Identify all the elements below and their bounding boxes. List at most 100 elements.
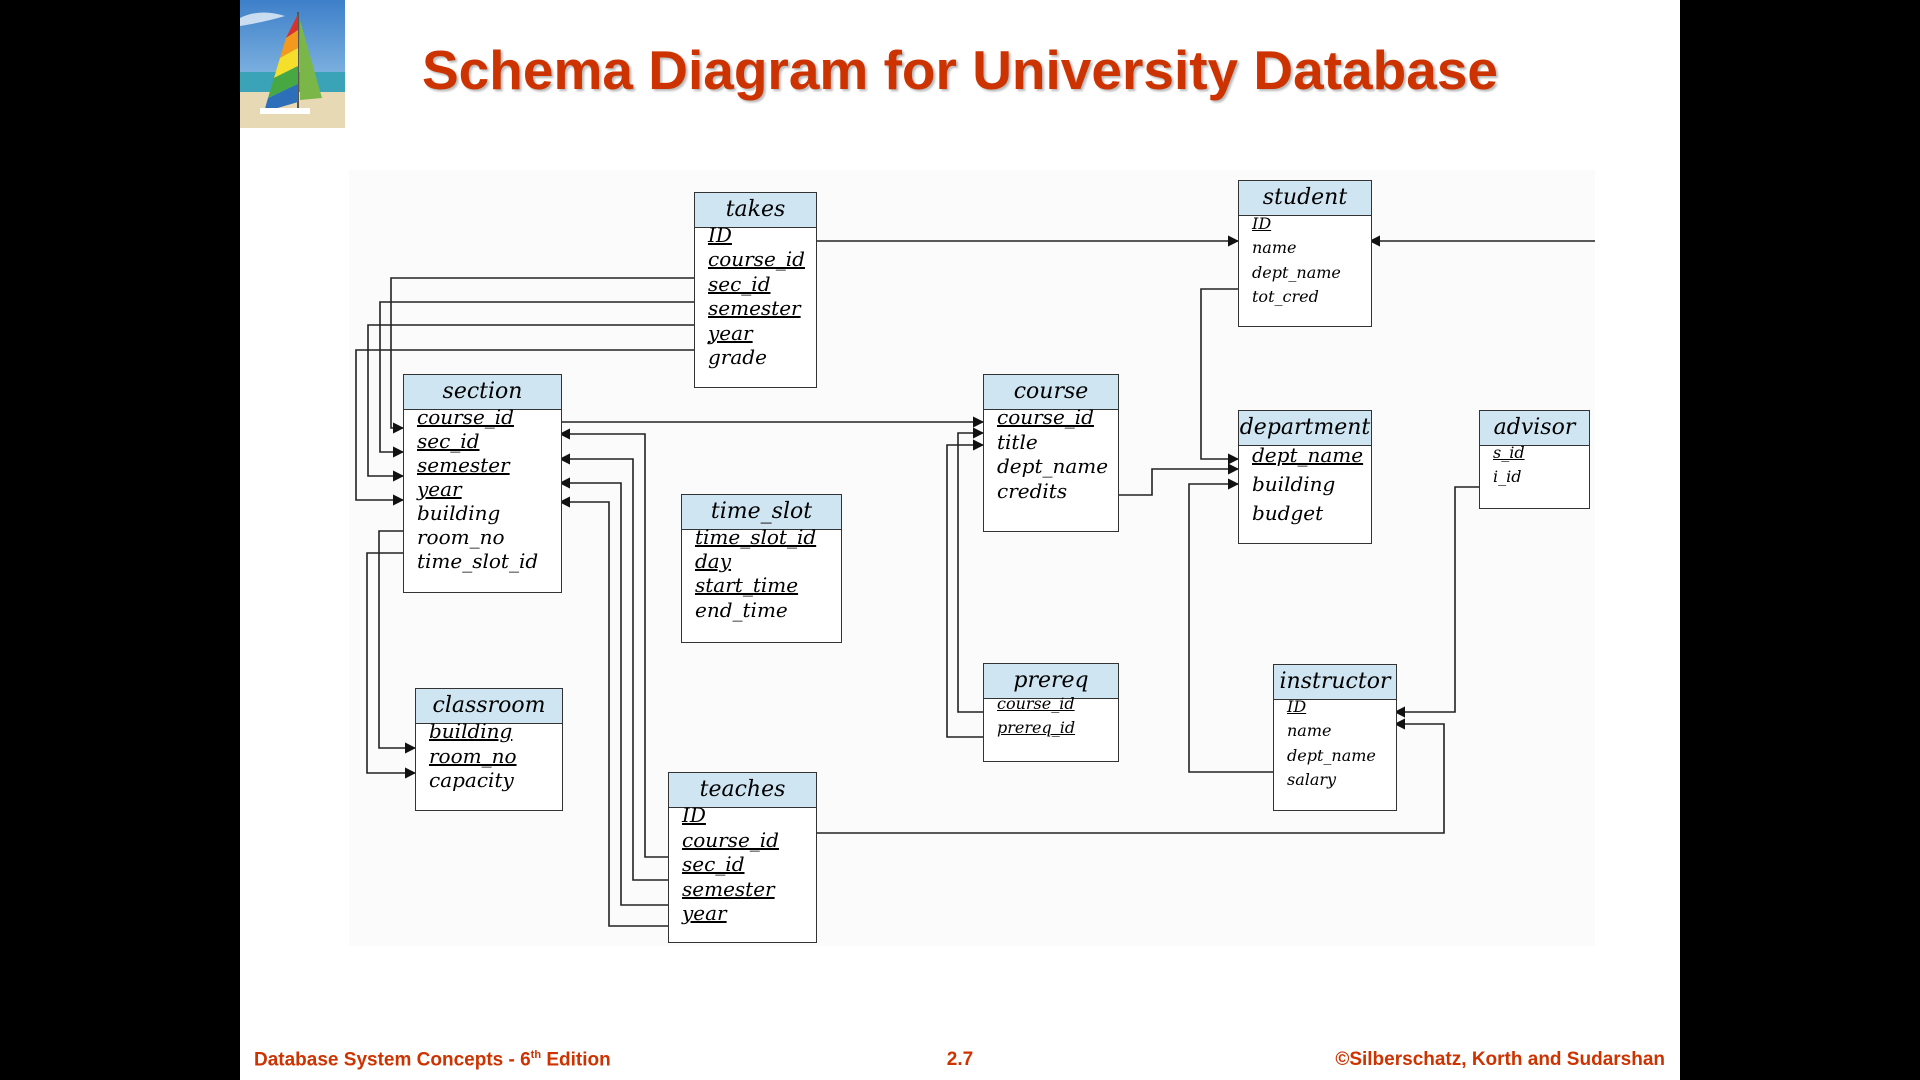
table-header: prereq (984, 664, 1118, 699)
table-attributes: ID name dept_name tot_cred (1239, 212, 1341, 310)
attribute-course-id: course_id (417, 405, 514, 429)
attribute-sec-id: sec_id (682, 852, 745, 876)
attribute-grade: grade (708, 345, 767, 370)
attribute-credits: credits (997, 478, 1068, 503)
attribute-course-id: course_id (708, 247, 805, 272)
attribute-prereq-id: prereq_id (997, 718, 1076, 737)
connector-student-to-advisor (1368, 235, 1595, 247)
attribute-i-id: i_id (1493, 467, 1522, 486)
connector-takes-year-to-section (355, 349, 694, 506)
attribute-end-time: end_time (695, 597, 788, 622)
attribute-budget: budget (1252, 501, 1324, 525)
attribute-id: ID (708, 223, 732, 247)
attribute-room-no: room_no (417, 525, 505, 549)
table-header: department (1239, 411, 1371, 446)
connector-course-dept-to-department (1117, 463, 1240, 496)
attribute-name: name (1287, 721, 1332, 741)
footer-book-title-suffix: Edition (541, 1049, 611, 1071)
attribute-start-time: start_time (695, 573, 799, 598)
attribute-course-id: course_id (997, 405, 1094, 429)
connector-takes-sec-id-to-section (379, 301, 694, 458)
footer-book-title: Database System Concepts - 6th Edition (254, 1049, 611, 1071)
connector-teaches-semester-to-section (558, 477, 668, 906)
table-header: course (984, 375, 1118, 410)
table-header: classroom (416, 689, 562, 724)
connector-student-dept-to-department (1200, 288, 1240, 465)
attribute-id: ID (682, 803, 706, 827)
attribute-title: title (997, 429, 1038, 454)
footer-book-title-sup: th (530, 1049, 542, 1061)
table-header: student (1239, 181, 1371, 216)
connector-section-building-to-classroom (378, 530, 417, 754)
attribute-s-id: s_id (1493, 443, 1525, 462)
table-header: section (404, 375, 561, 410)
attribute-day: day (695, 549, 732, 574)
connector-teaches-year-to-section (558, 496, 668, 927)
attribute-dept-name: dept_name (1287, 745, 1376, 765)
attribute-time-slot-id: time_slot_id (417, 549, 539, 573)
table-header: advisor (1480, 411, 1589, 446)
table-header: time_slot (682, 495, 841, 530)
connector-teaches-sec-id-to-section (558, 453, 668, 881)
connector-teaches-id-to-instructor (815, 718, 1445, 834)
attribute-year: year (682, 901, 727, 925)
attribute-year: year (708, 320, 753, 345)
attribute-salary: salary (1287, 770, 1337, 790)
table-header: instructor (1274, 665, 1396, 700)
footer-copyright: ©Silberschatz, Korth and Sudarshan (1335, 1049, 1665, 1070)
table-attributes: s_id i_id (1480, 441, 1525, 489)
connector-instructor-dept-to-department (1188, 478, 1273, 773)
connector-prereq-course-id-to-course (957, 427, 985, 713)
attribute-name: name (1252, 238, 1297, 258)
attribute-id: ID (1287, 697, 1307, 716)
attribute-semester: semester (417, 453, 510, 477)
connector-takes-semester-to-section (367, 324, 694, 482)
attribute-sec-id: sec_id (417, 429, 480, 453)
attribute-dept-name: dept_name (1252, 262, 1341, 282)
attribute-building: building (429, 719, 513, 743)
connector-advisor-i-id-to-instructor (1393, 486, 1479, 718)
attribute-building: building (417, 501, 501, 525)
attribute-capacity: capacity (429, 768, 514, 792)
sailboat-logo (240, 0, 345, 128)
footer-book-title-prefix: Database System Concepts - 6 (254, 1049, 531, 1071)
attribute-id: ID (1252, 214, 1272, 233)
connector-takes-course-id-to-section (390, 277, 694, 434)
connector-teaches-course-id-to-section (558, 428, 668, 858)
attribute-course-id: course_id (997, 694, 1075, 713)
table-header: takes (695, 193, 816, 228)
attribute-dept-name: dept_name (1252, 443, 1364, 467)
attribute-course-id: course_id (682, 827, 779, 852)
slide-title: Schema Diagram for University Database (422, 39, 1498, 101)
table-header: teaches (669, 773, 816, 808)
foreign-key-connectors (355, 235, 1595, 927)
attribute-sec-id: sec_id (708, 271, 771, 296)
footer-page-number: 2.7 (946, 1049, 974, 1070)
attribute-tot-cred: tot_cred (1252, 287, 1319, 307)
connector-section-room-to-classroom (366, 552, 417, 779)
attribute-time-slot-id: time_slot_id (695, 525, 817, 549)
attribute-semester: semester (708, 296, 801, 321)
table-attributes: course_id prereq_id (984, 692, 1075, 740)
slide: Schema Diagram for University Database t… (240, 0, 1680, 1080)
attribute-building: building (1252, 472, 1336, 496)
connector-prereq-id-to-course (946, 439, 985, 738)
table-attributes: dept_name building budget (1239, 441, 1363, 528)
attribute-semester: semester (682, 876, 775, 901)
